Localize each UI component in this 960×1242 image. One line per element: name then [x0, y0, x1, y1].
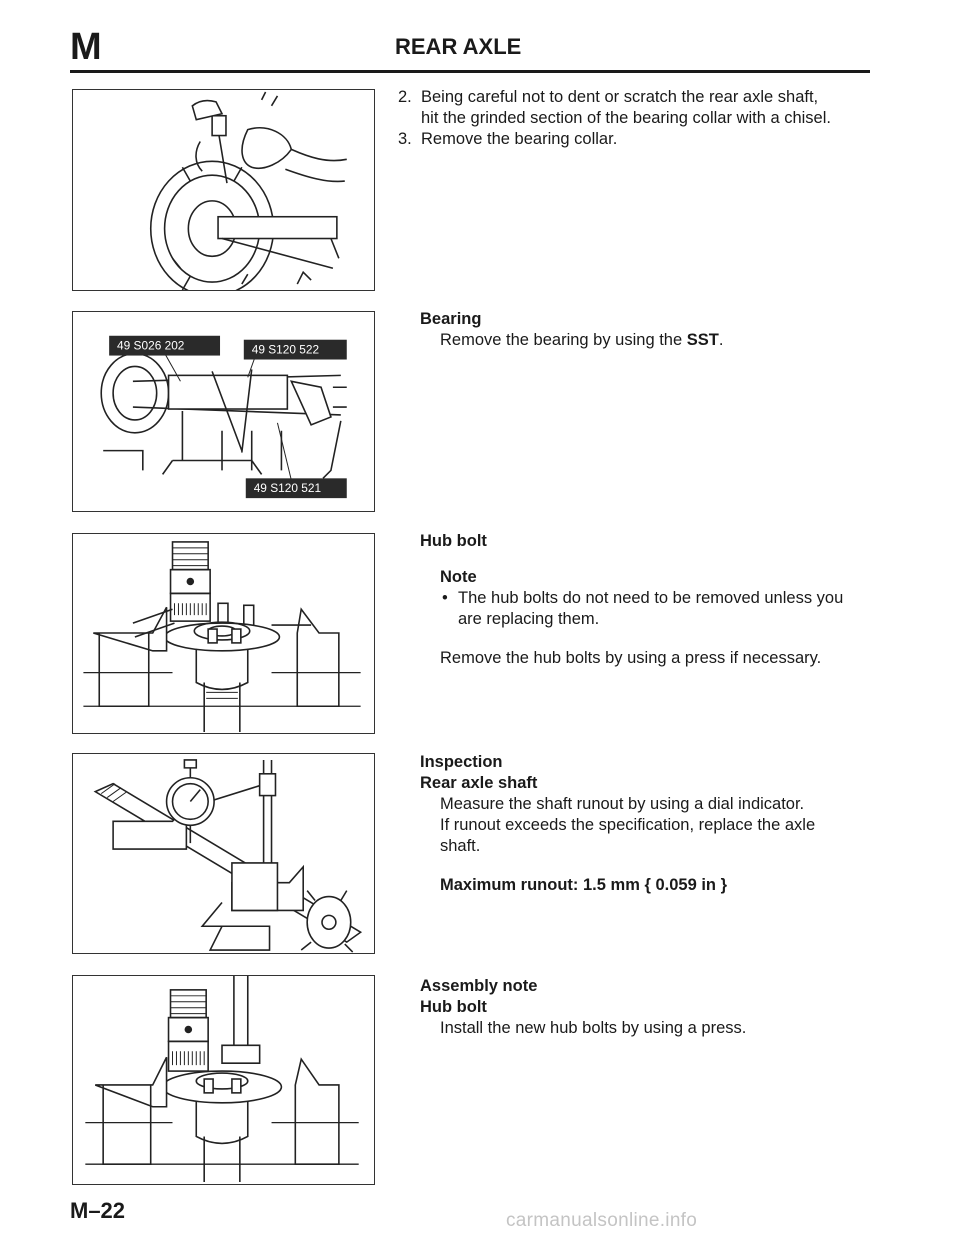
step-2-number: 2.: [398, 88, 412, 106]
section-assembly-note: Assembly note Hub bolt Install the new h…: [420, 976, 870, 1039]
hub-bolt-text: Remove the hub bolts by using a press if…: [440, 649, 822, 667]
figure-hub-bolt-press-install: [72, 975, 375, 1185]
sst-label-1: 49 S026 202: [117, 339, 184, 353]
section-letter: M: [70, 26, 103, 68]
figure-bearing-puller-sst: 49 S026 202 49 S120 522 49 S120 521: [72, 311, 375, 512]
inspection-subheading: Rear axle shaft: [420, 774, 538, 792]
note-bullet-line-1: The hub bolts do not need to be removed …: [458, 589, 844, 607]
bearing-text: Remove the bearing by using the SST.: [420, 330, 870, 351]
inspection-heading: Inspection: [420, 753, 503, 771]
sst-label-2: 49 S120 522: [252, 343, 319, 357]
illustration-dial-indicator: [93, 759, 363, 953]
illustration-hub-press-install: [85, 976, 359, 1183]
figure-axle-shaft-runout: [72, 753, 375, 954]
inspection-line-3: shaft.: [440, 837, 481, 855]
section-inspection: Inspection Rear axle shaft Measure the s…: [420, 752, 870, 896]
step-3-line-1: Remove the bearing collar.: [421, 130, 618, 148]
sst-tag-3: [245, 478, 347, 499]
step-3-number: 3.: [398, 130, 412, 148]
watermark: carmanualsonline.info: [506, 1210, 698, 1231]
bearing-text-suffix: .: [718, 331, 724, 349]
note-heading: Note: [440, 568, 477, 586]
step-3: 3. Remove the bearing collar.: [398, 129, 868, 150]
sst-label-3: 49 S120 521: [254, 481, 322, 495]
assembly-subheading: Hub bolt: [420, 998, 487, 1016]
section-collar-steps: 2. Being careful not to dent or scratch …: [398, 87, 868, 150]
assembly-heading: Assembly note: [420, 977, 538, 995]
illustration-hub-press: [83, 541, 361, 733]
illustration-bearing-puller: 49 S026 202 49 S120 522 49 S120 521: [100, 335, 347, 499]
figure-chisel-bearing-collar: [72, 89, 375, 291]
sst-tag-2: [243, 339, 347, 360]
section-hub-bolt: Hub bolt Note • The hub bolts do not nee…: [420, 531, 870, 669]
section-bearing: Bearing Remove the bearing by using the …: [420, 309, 870, 351]
step-2-line-1: Being careful not to dent or scratch the…: [421, 88, 819, 106]
inspection-line-1: Measure the shaft runout by using a dial…: [440, 795, 805, 813]
page-number: M–22: [70, 1198, 126, 1223]
step-2: 2. Being careful not to dent or scratch …: [398, 87, 868, 129]
header-rule: [70, 70, 870, 73]
illustration-chisel-hammer: [149, 91, 347, 290]
runout-spec: Maximum runout: 1.5 mm { 0.059 in }: [440, 876, 727, 894]
bearing-text-sst: SST: [686, 331, 719, 349]
page-title: REAR AXLE: [395, 34, 522, 59]
inspection-line-2: If runout exceeds the specification, rep…: [440, 816, 816, 834]
step-2-line-2: hit the grinded section of the bearing c…: [421, 109, 831, 127]
bullet-dot: •: [442, 589, 448, 607]
sst-tag-1: [109, 335, 221, 356]
bearing-heading: Bearing: [420, 310, 482, 328]
note-bullet: • The hub bolts do not need to be remove…: [420, 588, 870, 630]
assembly-text: Install the new hub bolts by using a pre…: [440, 1019, 747, 1037]
bearing-text-prefix: Remove the bearing by using the: [440, 331, 687, 349]
hub-bolt-heading: Hub bolt: [420, 532, 487, 550]
figure-hub-bolt-press-removal: [72, 533, 375, 734]
note-bullet-line-2: are replacing them.: [458, 610, 600, 628]
